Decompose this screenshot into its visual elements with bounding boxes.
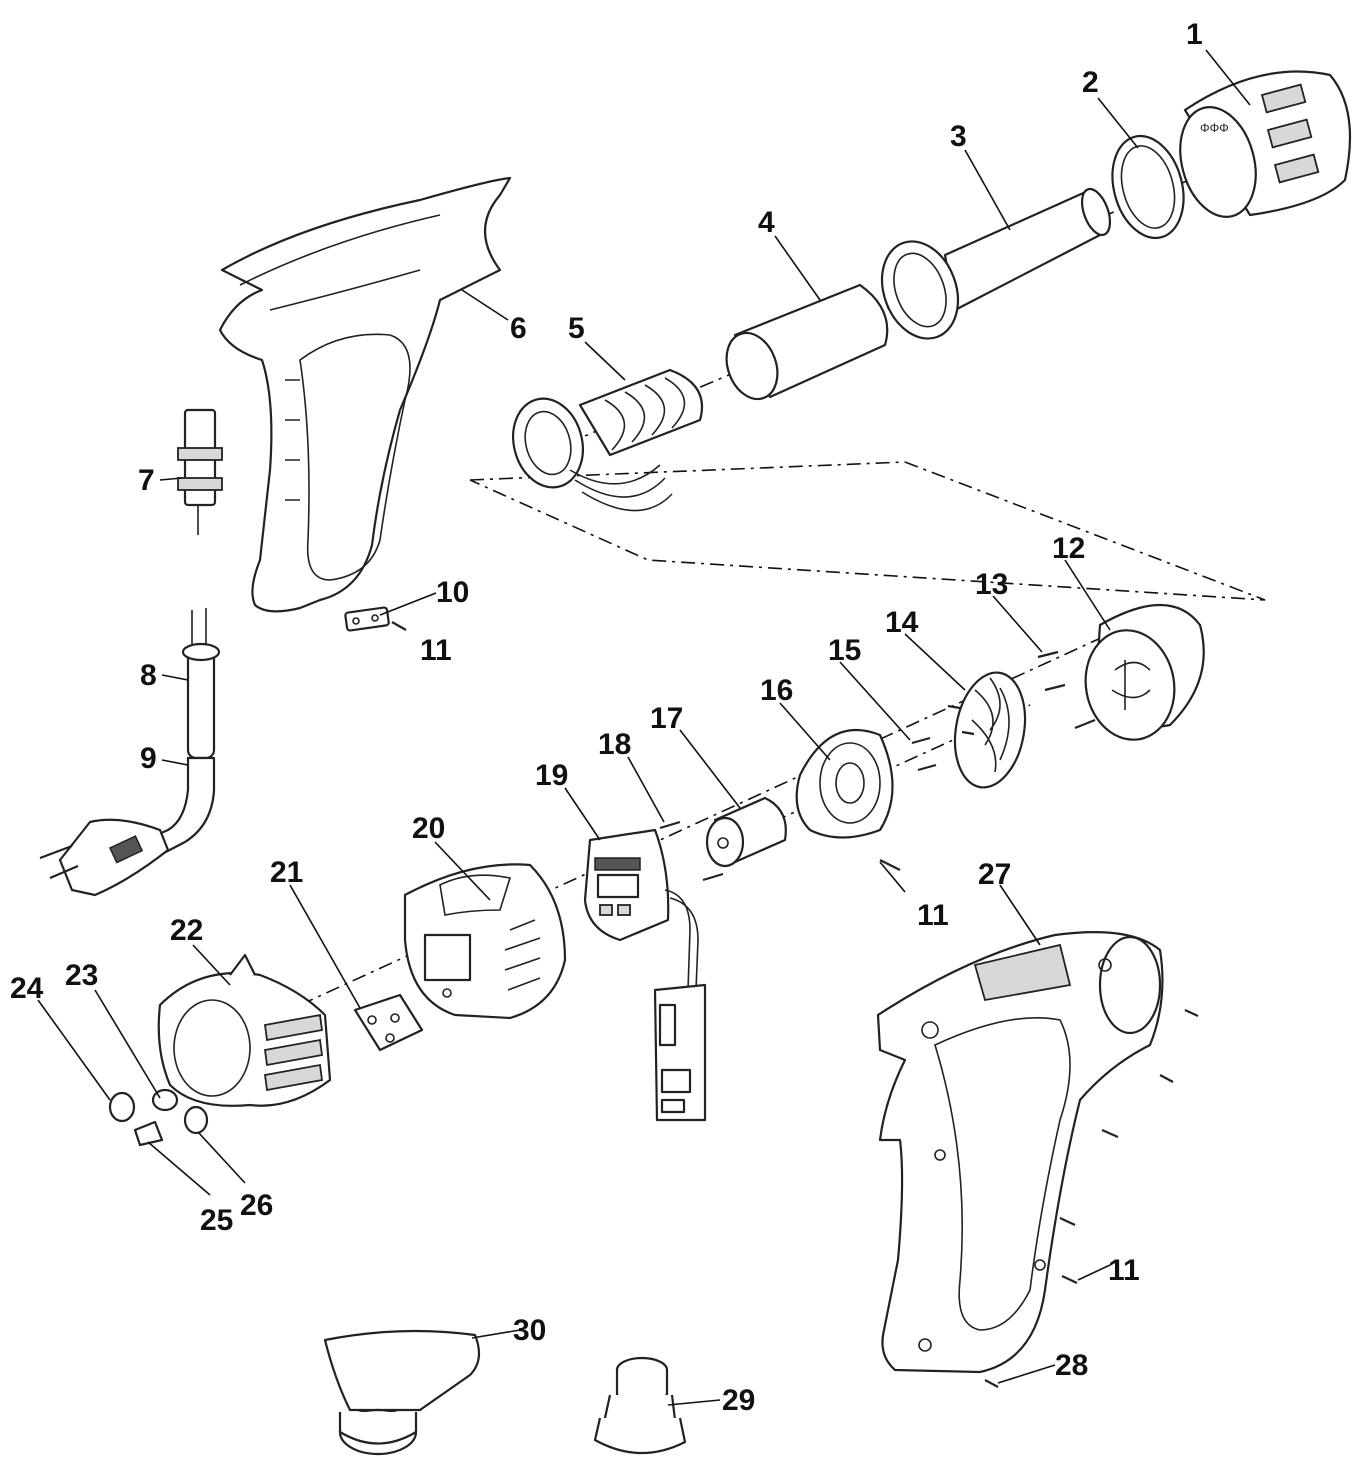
part-17-motor	[705, 796, 787, 868]
part-7-bracket	[177, 408, 223, 535]
label-part-1: 1	[1186, 18, 1203, 51]
part-6-left-housing	[218, 176, 512, 613]
part-27-right-housing	[876, 931, 1199, 1388]
label-part-30: 30	[513, 1314, 546, 1347]
part-14-fan-impeller	[947, 671, 1027, 789]
part-4-mica-tube	[725, 283, 889, 401]
part-3-flange-ring	[880, 240, 960, 340]
label-part-12: 12	[1052, 532, 1085, 565]
part-1-nozzle-cage: ΦΦΦ	[1179, 70, 1352, 218]
part-22-rear-cap	[157, 953, 332, 1107]
part-30-flat-nozzle	[323, 1329, 481, 1456]
label-part-27: 27	[978, 858, 1011, 891]
part-21-switch-plate	[353, 993, 424, 1052]
label-part-18: 18	[598, 728, 631, 761]
part-15-screws	[911, 736, 937, 772]
label-part-20: 20	[412, 812, 445, 845]
label-part-11-c: 11	[1108, 1254, 1140, 1287]
label-part-28: 28	[1055, 1349, 1088, 1382]
part-19-control-board	[583, 828, 707, 1122]
label-part-29: 29	[722, 1384, 755, 1417]
part-8-9-cable-and-plug	[39, 608, 221, 897]
label-part-15: 15	[828, 634, 861, 667]
label-part-11-b: 11	[917, 899, 949, 932]
label-part-8: 8	[140, 659, 157, 692]
part-5-heating-element	[512, 368, 704, 512]
label-part-25: 25	[200, 1204, 233, 1237]
label-part-4: 4	[758, 206, 775, 239]
part-16-motor-bracket	[795, 728, 901, 871]
part-18-screws	[659, 820, 724, 882]
label-part-26: 26	[240, 1189, 273, 1222]
part-10-cable-clamp	[344, 606, 407, 632]
label-part-17: 17	[650, 702, 683, 735]
part-20-switch-housing	[403, 863, 567, 1020]
label-part-7: 7	[138, 464, 155, 497]
part-12-fan-housing	[1084, 604, 1205, 741]
label-part-16: 16	[760, 674, 793, 707]
label-part-9: 9	[140, 742, 157, 775]
label-part-2: 2	[1082, 66, 1099, 99]
label-part-10: 10	[436, 576, 469, 609]
label-part-6: 6	[510, 312, 527, 345]
label-part-23: 23	[65, 959, 98, 992]
part-13-screws	[1037, 650, 1096, 730]
label-part-3: 3	[950, 120, 967, 153]
part-29-reducer-nozzle	[593, 1356, 687, 1455]
label-part-13: 13	[975, 568, 1008, 601]
label-part-21: 21	[270, 856, 303, 889]
label-part-24: 24	[10, 972, 44, 1005]
label-part-11-a: 11	[420, 634, 452, 667]
svg-text:ΦΦΦ: ΦΦΦ	[1200, 121, 1229, 135]
label-part-5: 5	[568, 312, 585, 345]
label-part-14: 14	[885, 606, 919, 639]
part-3-outer-tube	[943, 187, 1112, 312]
label-part-22: 22	[170, 914, 203, 947]
leader-lines	[37, 49, 1251, 1406]
label-part-19: 19	[535, 759, 568, 792]
part-labels: 1 2 3 4 5 6 7 8 9 10 11 11 11 12 13 14 1…	[10, 18, 1203, 1417]
part-2-ring	[1111, 134, 1185, 240]
